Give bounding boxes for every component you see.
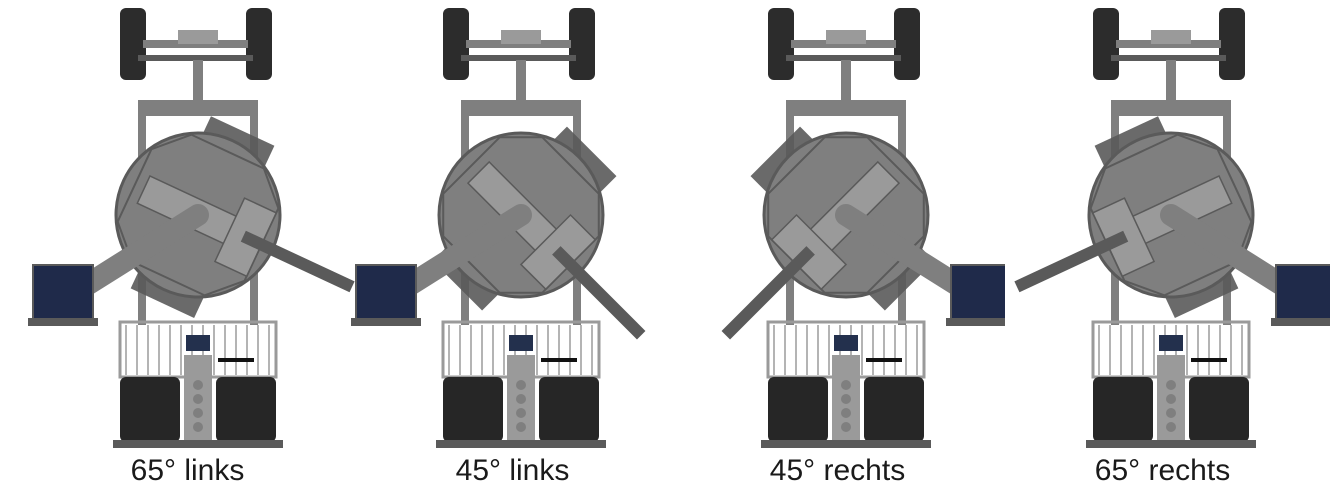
vehicle-topview (351, 8, 646, 448)
turntable (721, 126, 935, 340)
rear-cabin (436, 320, 606, 448)
swing-arm (351, 204, 532, 326)
view-panel: 45° links (345, 0, 680, 504)
swing-arm (1160, 204, 1330, 326)
view-panel: 45° rechts (670, 0, 1005, 504)
front-axle (120, 8, 272, 100)
vehicle-topview (721, 8, 1005, 448)
view-caption: 65° links (130, 454, 245, 487)
swing-arm (28, 204, 209, 326)
turntable (114, 116, 355, 319)
view-caption: 65° rechts (1094, 454, 1231, 487)
turntable (432, 126, 646, 340)
view-caption: 45° links (455, 454, 570, 487)
front-axle (768, 8, 920, 100)
view-caption: 45° rechts (769, 454, 906, 487)
view-panel: 65° links (20, 0, 355, 504)
vehicle-topview (1014, 8, 1330, 448)
rear-cabin (1086, 320, 1256, 448)
swing-arm (835, 204, 1005, 326)
front-axle (1093, 8, 1245, 100)
view-panel: 65° rechts (995, 0, 1330, 504)
rear-cabin (113, 320, 283, 448)
vehicle-topview (28, 8, 355, 448)
rear-cabin (761, 320, 931, 448)
front-axle (443, 8, 595, 100)
